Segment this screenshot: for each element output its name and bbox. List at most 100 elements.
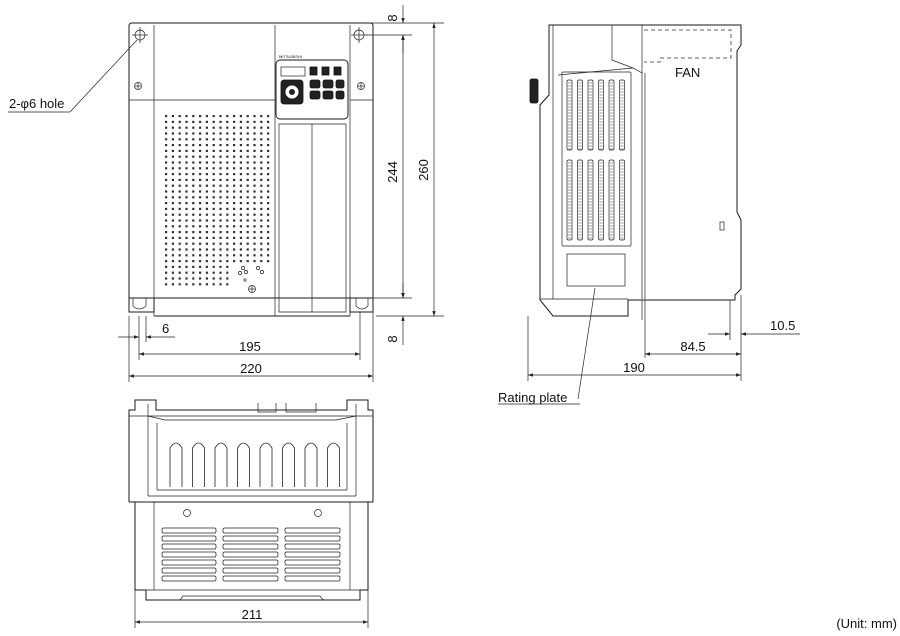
vent-dot	[253, 260, 256, 263]
vent-dot	[219, 120, 222, 123]
bottom-view	[128, 399, 374, 601]
vent-dot	[192, 161, 195, 164]
fin	[304, 442, 318, 487]
vent-dot	[239, 254, 242, 257]
vent-dot	[165, 144, 168, 147]
vent-dot	[192, 155, 195, 158]
vent-dot	[192, 271, 195, 274]
vent-dot	[199, 213, 202, 216]
vent-dot	[226, 120, 229, 123]
vent-dot	[212, 260, 215, 263]
vent-dot	[205, 231, 208, 234]
vent-dot	[219, 248, 222, 251]
vent-dot	[267, 213, 270, 216]
vent-dot	[267, 178, 270, 181]
vent-dot	[178, 248, 181, 251]
vent-dot	[171, 202, 174, 205]
vent-dot	[239, 115, 242, 118]
vent-dot	[178, 115, 181, 118]
vent-dot	[239, 167, 242, 170]
vent-dot	[165, 161, 168, 164]
vent-dot	[192, 132, 195, 135]
vent-dot	[226, 161, 229, 164]
vent-dot	[199, 155, 202, 158]
vent-dot	[233, 254, 236, 257]
vent-dot	[246, 260, 249, 263]
vent-dot	[178, 167, 181, 170]
vent-dot	[199, 231, 202, 234]
vent-dot	[226, 138, 229, 141]
vent-dot	[199, 219, 202, 222]
vent-dot	[178, 190, 181, 193]
fin	[282, 442, 295, 487]
vent-slot	[161, 559, 217, 566]
vent-dot	[205, 161, 208, 164]
vent-dot	[165, 184, 168, 187]
vent-dot	[246, 178, 249, 181]
vent-slot	[161, 575, 217, 582]
dim-244: 244	[385, 161, 400, 183]
vent-dot	[192, 178, 195, 181]
vent-slot	[608, 79, 615, 151]
vent-dot	[219, 207, 222, 210]
vent-dot	[185, 213, 188, 216]
vent-dot	[199, 144, 202, 147]
vent-dot	[219, 190, 222, 193]
vent-dot	[253, 115, 256, 118]
vent-dot	[212, 173, 215, 176]
vent-dot	[178, 196, 181, 199]
vent-slot	[222, 575, 279, 582]
vent-dot	[171, 207, 174, 210]
vent-dot	[171, 161, 174, 164]
vent-dot	[165, 231, 168, 234]
vent-dot	[171, 283, 174, 286]
vent-dot	[178, 144, 181, 147]
vent-dot	[260, 213, 263, 216]
vent-dot	[239, 138, 242, 141]
vent-dot	[192, 231, 195, 234]
vent-dot	[205, 236, 208, 239]
vent-dot	[192, 242, 195, 245]
vent-dot	[219, 236, 222, 239]
dim-211: 211	[242, 607, 263, 622]
vent-dot	[171, 248, 174, 251]
vent-dot	[199, 207, 202, 210]
side-ventilation-slots	[566, 79, 625, 241]
vent-dot	[260, 167, 263, 170]
vent-dot	[192, 190, 195, 193]
vent-dot	[192, 248, 195, 251]
vent-dot	[253, 138, 256, 141]
vent-dot	[185, 132, 188, 135]
vent-dot	[253, 219, 256, 222]
vent-dot	[178, 173, 181, 176]
vent-dot	[260, 155, 263, 158]
vent-dot	[239, 155, 242, 158]
vent-dot	[165, 248, 168, 251]
vent-dot	[219, 213, 222, 216]
vent-dot	[226, 149, 229, 152]
vent-dot	[185, 254, 188, 257]
vent-dot	[246, 202, 249, 205]
vent-dot	[233, 138, 236, 141]
vent-dot	[205, 202, 208, 205]
vent-dot	[192, 277, 195, 280]
vent-dot	[165, 277, 168, 280]
vent-dot	[199, 126, 202, 129]
vent-dot	[267, 132, 270, 135]
vent-dot	[192, 173, 195, 176]
vent-dot	[165, 225, 168, 228]
vent-dot	[178, 207, 181, 210]
vent-dot	[260, 149, 263, 152]
vent-dot	[171, 190, 174, 193]
vent-dot	[199, 173, 202, 176]
vent-slot	[222, 567, 279, 574]
vent-dot	[178, 155, 181, 158]
rating-plate-label: Rating plate	[498, 390, 567, 405]
vent-dot	[239, 213, 242, 216]
vent-slot	[284, 575, 341, 582]
vent-dot	[226, 213, 229, 216]
vent-dot	[233, 144, 236, 147]
vent-dot	[219, 144, 222, 147]
vent-dot	[165, 202, 168, 205]
